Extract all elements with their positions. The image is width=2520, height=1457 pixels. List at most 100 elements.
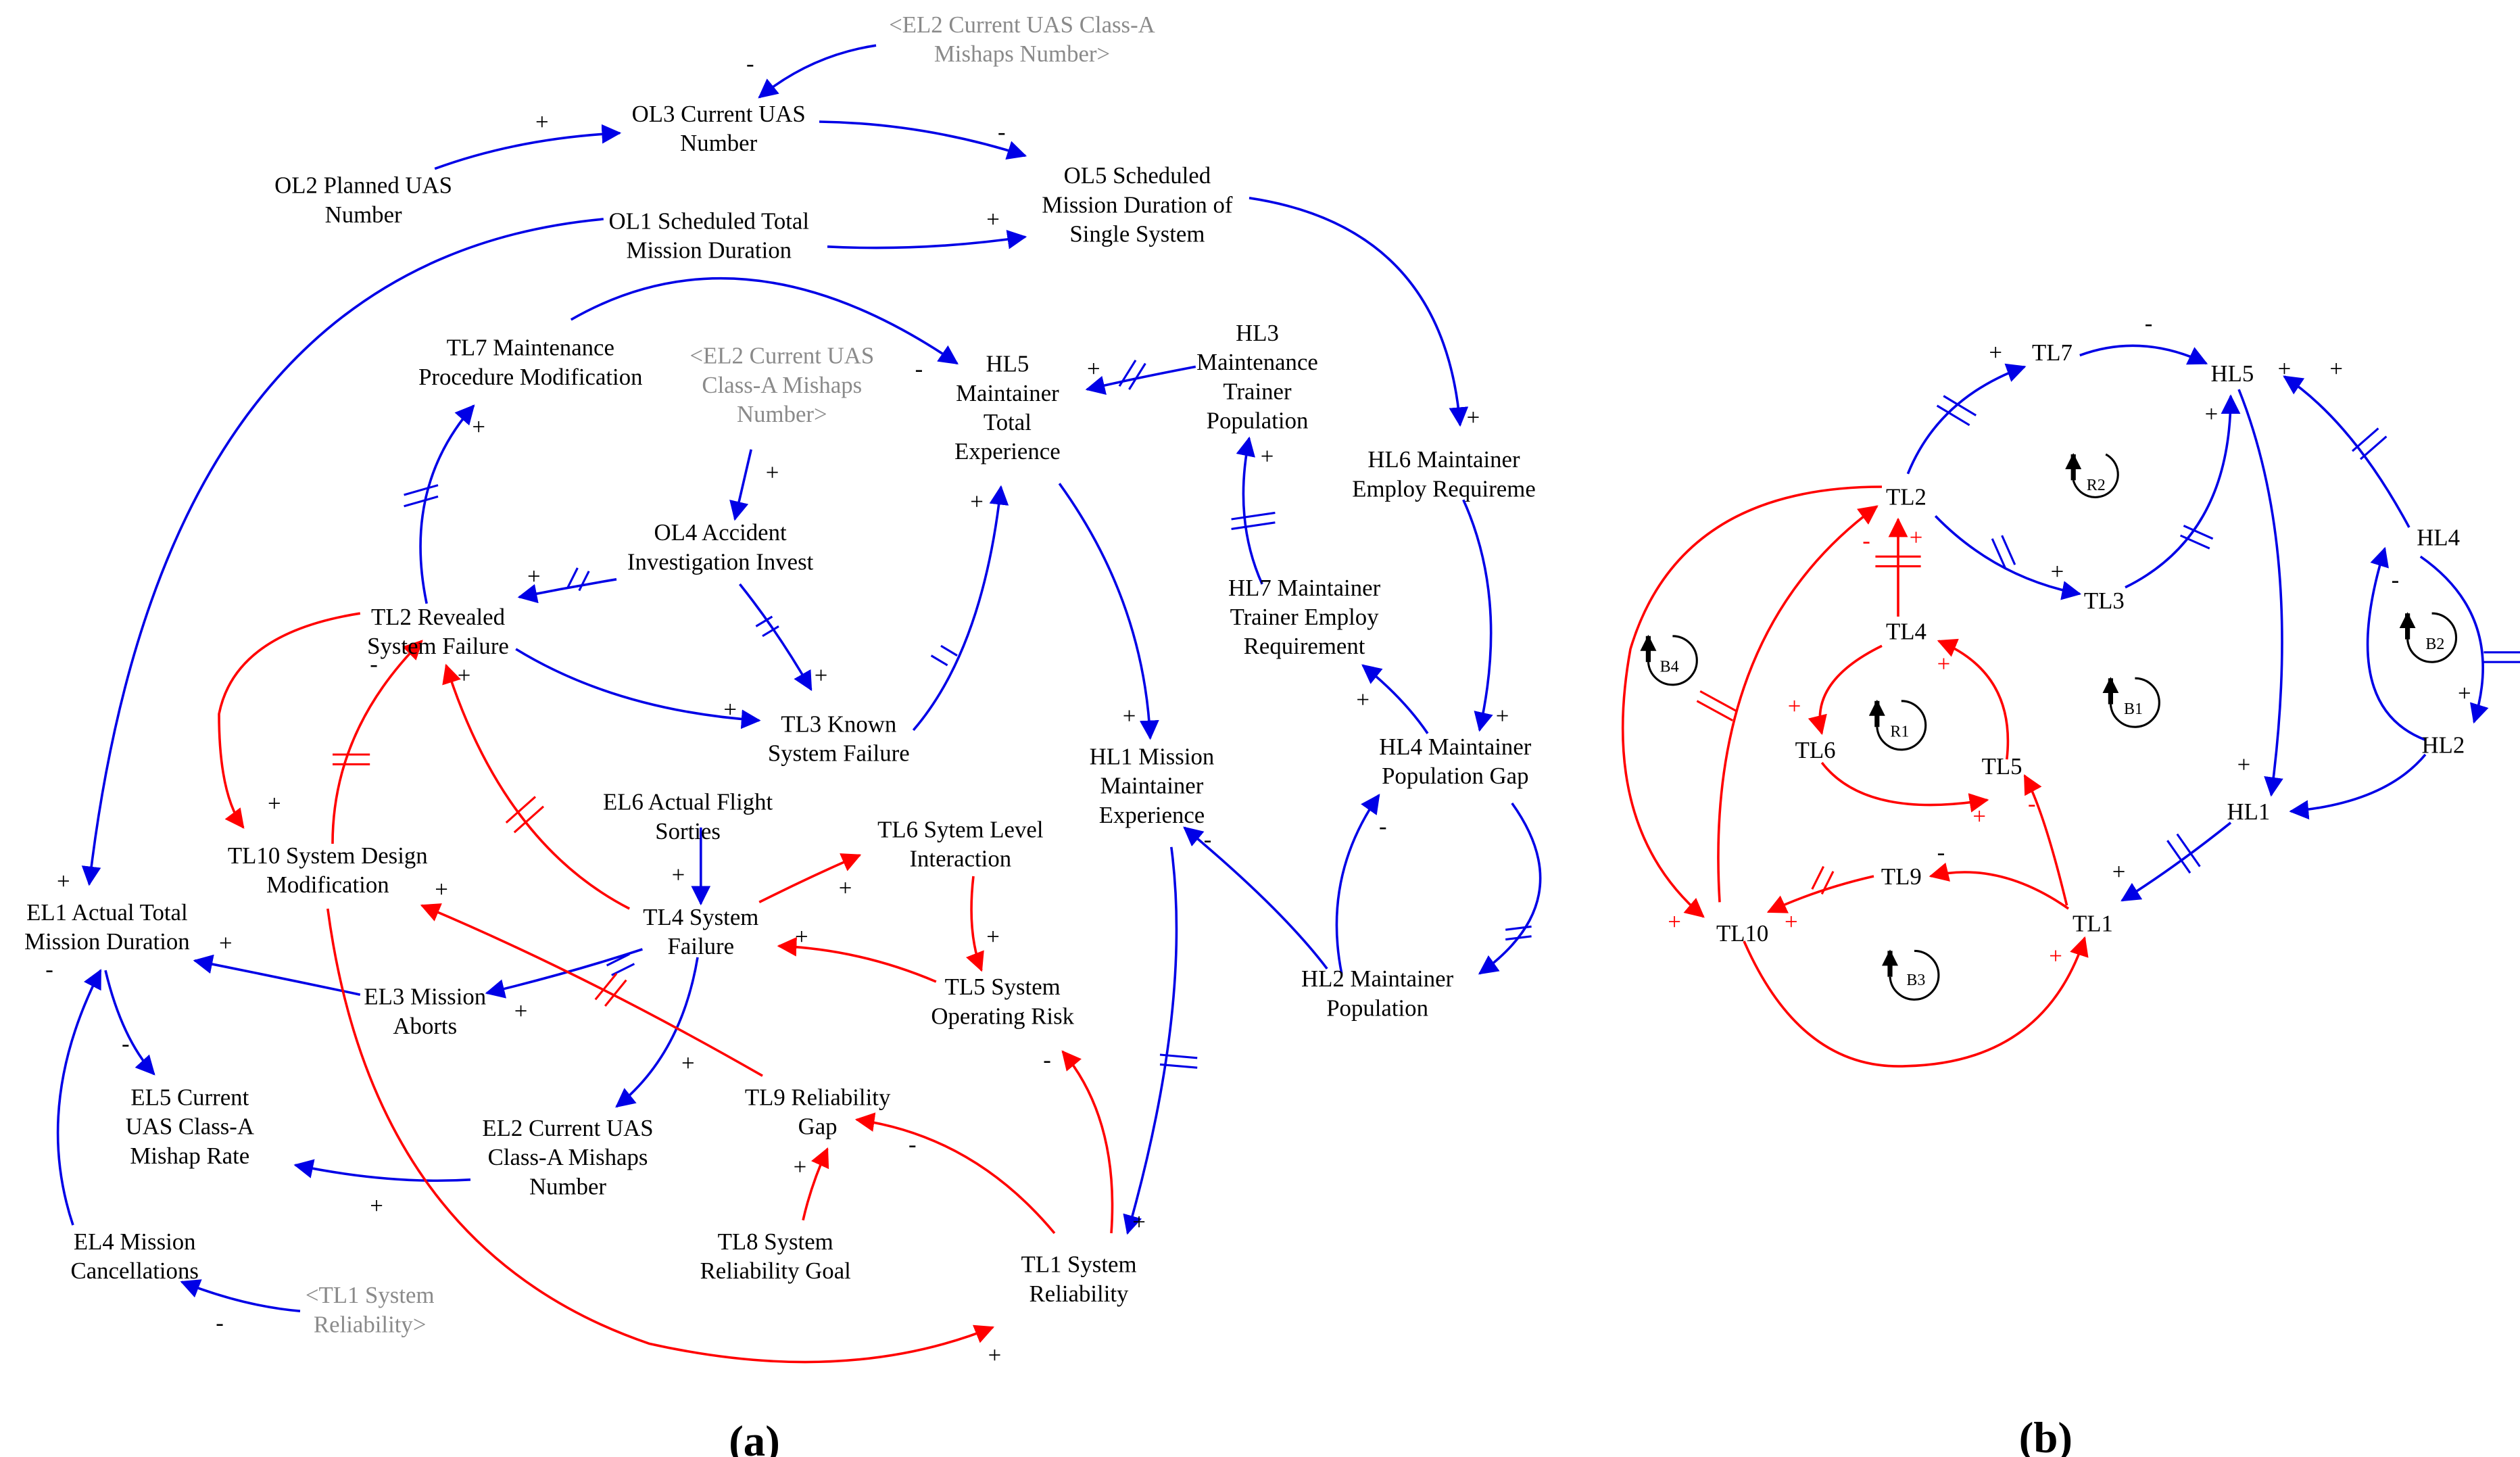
svg-text:B3: B3	[1906, 972, 1925, 989]
svg-text:+: +	[794, 1154, 807, 1180]
svg-text:+: +	[2049, 943, 2062, 970]
svg-text:+: +	[57, 868, 70, 894]
svg-text:-: -	[746, 51, 754, 77]
svg-text:+: +	[2051, 558, 2064, 585]
loop-r2-icon: R2	[2065, 453, 2119, 498]
node-b-hl2: HL2	[2422, 732, 2465, 759]
caption-b: (b)	[2019, 1414, 2073, 1457]
svg-text:+: +	[268, 790, 281, 817]
node-b-tl7: TL7	[2032, 339, 2073, 366]
svg-text:-: -	[1379, 813, 1387, 840]
panel-a: - + - + + + - + + + + + + + + + + + + - …	[24, 11, 1542, 1457]
svg-text:+: +	[1788, 693, 1801, 719]
node-b-tl10: TL10	[1716, 920, 1768, 947]
svg-text:+: +	[723, 696, 737, 723]
svg-text:+: +	[2278, 356, 2292, 382]
svg-text:-: -	[915, 356, 923, 382]
svg-text:-: -	[1937, 839, 1945, 865]
svg-text:-: -	[45, 956, 53, 982]
svg-text:+: +	[527, 563, 541, 590]
node-b-tl5: TL5	[1982, 753, 2022, 780]
svg-text:+: +	[986, 206, 1000, 233]
svg-text:+: +	[1261, 443, 1274, 469]
node-b-tl9: TL9	[1881, 863, 1922, 890]
svg-text:-: -	[1204, 826, 1212, 853]
panel-b-loop-markers: R2 B4 R1 B1 B2	[1640, 453, 2458, 1001]
svg-text:R2: R2	[2087, 477, 2106, 494]
svg-text:-: -	[908, 1131, 917, 1157]
svg-text:+: +	[219, 930, 233, 956]
node-b-tl2: TL2	[1886, 483, 1927, 510]
svg-text:B2: B2	[2425, 636, 2444, 653]
svg-text:B4: B4	[1660, 659, 1679, 676]
svg-text:+: +	[2112, 859, 2126, 885]
svg-text:-: -	[2392, 567, 2400, 593]
svg-text:R1: R1	[1890, 723, 1909, 741]
svg-text:+: +	[1132, 1209, 1146, 1235]
svg-text:+: +	[1087, 356, 1100, 382]
loop-b3-icon: B3	[1882, 949, 1940, 1001]
svg-text:+: +	[672, 862, 685, 888]
svg-text:-: -	[1862, 527, 1870, 554]
svg-text:+: +	[1989, 339, 2002, 366]
svg-text:-: -	[216, 1310, 224, 1336]
node-b-hl1: HL1	[2227, 798, 2271, 825]
loop-b2-icon: B2	[2399, 612, 2458, 663]
panel-b-signs: + - + + + + - + + + - - + + + + - + + +	[1668, 310, 2471, 970]
svg-text:+: +	[2329, 356, 2343, 382]
svg-text:+: +	[458, 662, 471, 688]
svg-text:-: -	[2028, 790, 2036, 817]
panel-a-signs: - + - + + + - + + + + + + + + + + + + - …	[45, 51, 1509, 1368]
svg-text:+: +	[681, 1050, 695, 1076]
svg-text:-: -	[998, 118, 1006, 145]
svg-text:+: +	[514, 998, 528, 1024]
svg-text:+: +	[2237, 751, 2251, 778]
svg-text:+: +	[839, 875, 852, 901]
svg-text:-: -	[2145, 310, 2153, 337]
svg-text:+: +	[535, 109, 549, 135]
svg-text:+: +	[1785, 909, 1798, 935]
svg-text:+: +	[766, 459, 779, 485]
svg-text:+: +	[435, 876, 448, 903]
svg-text:+: +	[1937, 651, 1951, 677]
svg-text:+: +	[1972, 803, 1986, 830]
svg-text:+: +	[1356, 686, 1370, 713]
node-b-hl4: HL4	[2417, 524, 2460, 550]
panel-b-links	[1621, 344, 2520, 1068]
node-b-tl4: TL4	[1886, 619, 1927, 645]
panel-b-nodes: TL7 HL5 TL2 HL4 TL3 TL4 TL6 TL5 HL2 HL1 …	[1716, 339, 2465, 947]
panel-b: + - + + + + - + + + - - + + + + - + + + …	[1621, 310, 2520, 1457]
svg-text:+: +	[815, 662, 828, 688]
svg-text:+: +	[2205, 401, 2219, 427]
svg-text:+: +	[2458, 680, 2471, 707]
loop-b4-icon: B4	[1640, 634, 1698, 686]
svg-text:+: +	[1467, 404, 1480, 431]
